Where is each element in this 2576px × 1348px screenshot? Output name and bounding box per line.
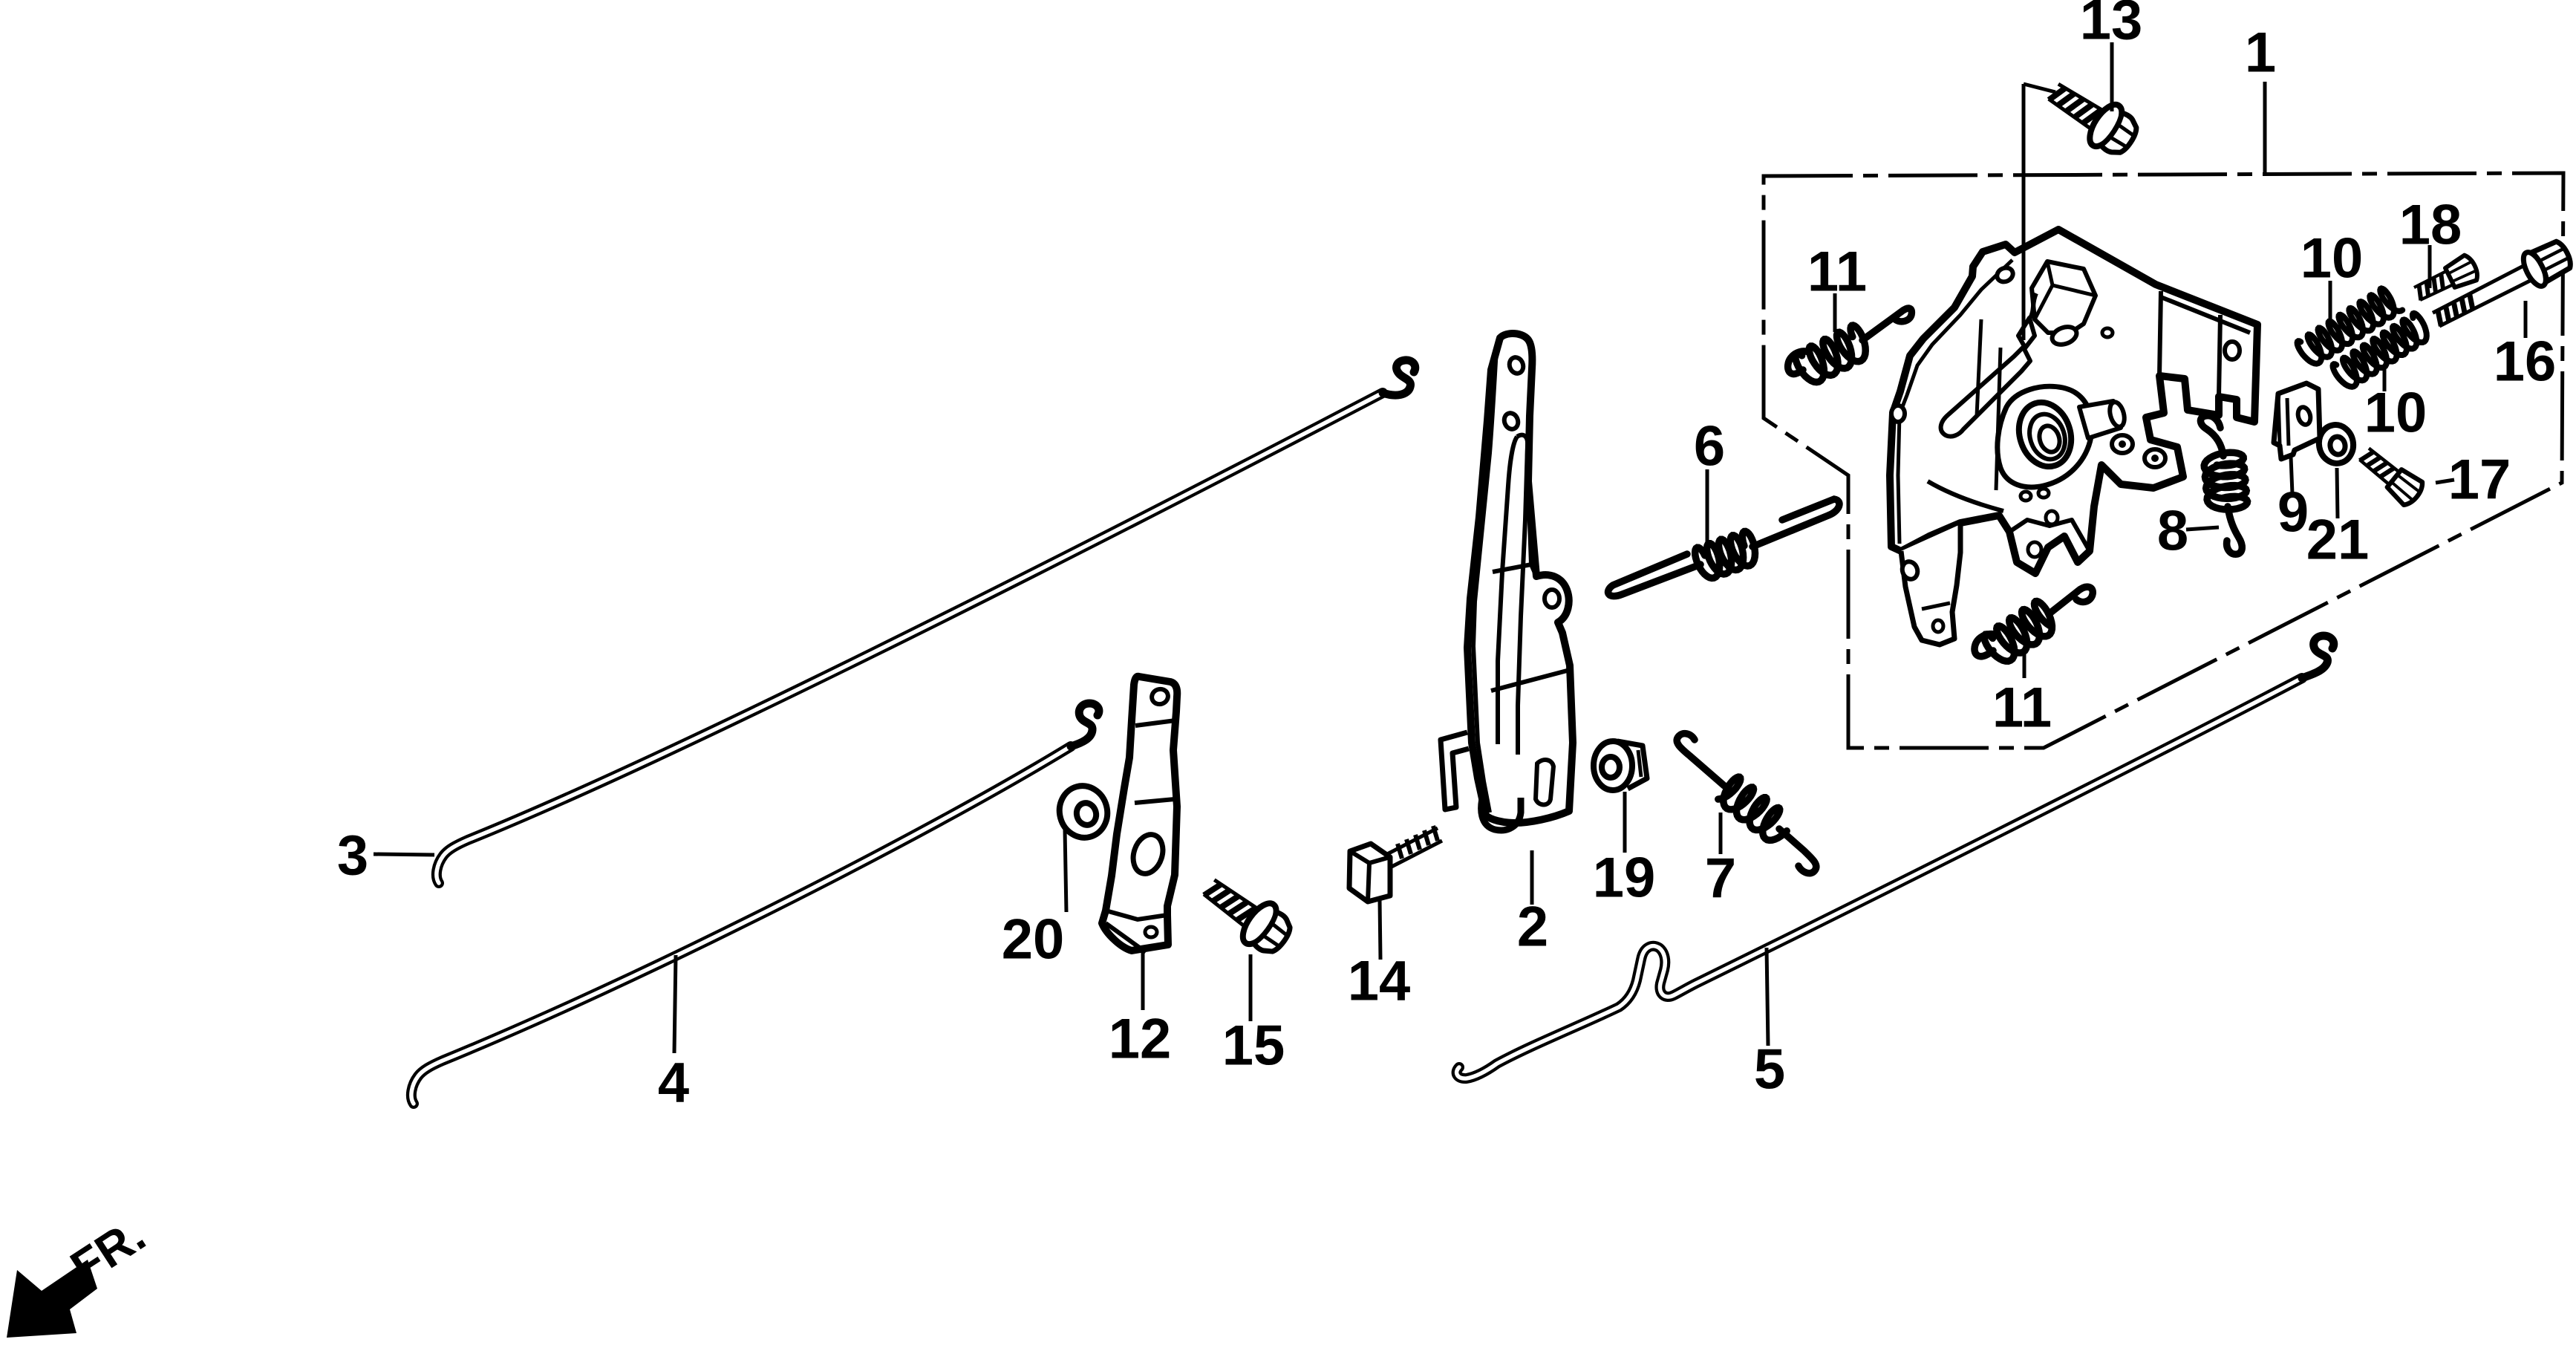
- svg-text:19: 19: [1593, 847, 1656, 910]
- svg-text:13: 13: [2080, 0, 2143, 52]
- svg-text:2: 2: [1517, 896, 1548, 959]
- svg-text:20: 20: [1002, 908, 1065, 971]
- svg-text:12: 12: [1109, 1008, 1172, 1071]
- svg-text:7: 7: [1705, 847, 1736, 911]
- svg-text:15: 15: [1222, 1015, 1285, 1078]
- svg-text:21: 21: [2306, 509, 2370, 572]
- svg-text:10: 10: [2301, 227, 2364, 290]
- svg-text:8: 8: [2157, 500, 2188, 563]
- svg-text:11: 11: [1992, 677, 2052, 740]
- svg-text:18: 18: [2399, 194, 2462, 257]
- svg-text:10: 10: [2364, 382, 2427, 445]
- svg-text:1: 1: [2245, 22, 2276, 85]
- svg-text:4: 4: [658, 1052, 689, 1115]
- svg-text:3: 3: [337, 824, 368, 888]
- svg-text:14: 14: [1348, 950, 1411, 1013]
- svg-text:17: 17: [2448, 449, 2511, 512]
- svg-text:5: 5: [1754, 1038, 1785, 1101]
- svg-text:6: 6: [1694, 415, 1725, 478]
- svg-text:9: 9: [2277, 481, 2309, 544]
- svg-text:16: 16: [2494, 331, 2557, 394]
- svg-text:11: 11: [1807, 241, 1867, 304]
